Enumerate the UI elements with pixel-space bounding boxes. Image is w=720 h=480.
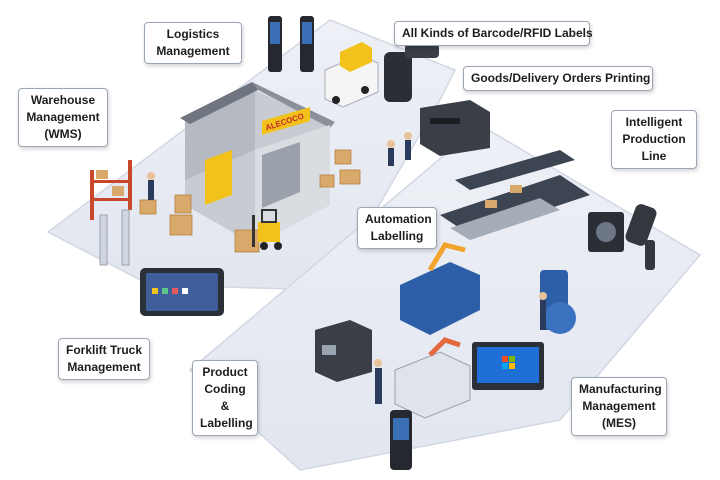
workers <box>147 132 547 404</box>
warehouse-building: ALECOCO <box>180 82 335 245</box>
industrial-monitor <box>472 342 544 390</box>
barcode-scanner <box>625 204 657 270</box>
callout-line: Goods/Delivery Orders Printing <box>471 71 651 85</box>
callout-line: Forklift Truck <box>66 343 143 357</box>
delivery-truck <box>324 42 379 108</box>
production-conveyor <box>440 150 590 240</box>
handheld-terminal-bottom <box>390 410 412 470</box>
callout-line: Manufacturing <box>579 382 662 396</box>
barcode-rfid-labels-callout: All Kinds of Barcode/RFID Labels <box>394 21 593 46</box>
callout-line: Management <box>26 110 100 124</box>
orders-printing-callout: Goods/Delivery Orders Printing <box>463 66 653 91</box>
callout-line: Production <box>622 132 686 146</box>
callout-line: Intelligent <box>625 115 683 129</box>
callout-line: Automation <box>365 212 432 226</box>
robot-cell <box>400 242 576 335</box>
warehouse-management-callout: Warehouse Management (WMS) <box>18 88 108 147</box>
callout-line: All Kinds of Barcode/RFID Labels <box>402 26 593 40</box>
fixed-industrial-scanner <box>588 212 624 252</box>
handheld-terminals <box>268 16 314 72</box>
intelligent-production-line-callout: Intelligent Production Line <box>611 110 697 169</box>
label-printer <box>420 100 490 156</box>
callout-line: Logistics <box>166 27 220 41</box>
callout-line: & <box>220 399 230 413</box>
rfid-gate <box>99 209 130 266</box>
callout-line: Coding <box>204 382 246 396</box>
industrial-printer <box>315 320 372 382</box>
coding-machine <box>394 337 471 419</box>
warehouse-shelves <box>90 160 132 220</box>
logistics-management-callout: Logistics Management <box>144 22 242 64</box>
callout-line: Management <box>67 360 141 374</box>
callout-line: Labelling <box>200 416 253 430</box>
callout-line: Management <box>582 399 656 413</box>
manufacturing-management-callout: Manufacturing Management (MES) <box>571 377 667 436</box>
product-coding-callout: Product Coding & Labelling <box>192 360 258 436</box>
rugged-tablet-device <box>140 268 224 316</box>
callout-line: (MES) <box>602 416 636 430</box>
callout-line: Management <box>156 44 230 58</box>
rfid-scanner-gun <box>384 44 439 102</box>
automation-labelling-callout: Automation Labelling <box>357 207 437 249</box>
callout-line: Warehouse <box>30 93 96 107</box>
forklift-management-callout: Forklift Truck Management <box>58 338 150 380</box>
callout-line: Line <box>641 149 667 163</box>
callout-line: (WMS) <box>44 127 82 141</box>
callout-line: Labelling <box>370 229 424 243</box>
forklift <box>252 209 282 250</box>
callout-line: Product <box>202 365 248 379</box>
